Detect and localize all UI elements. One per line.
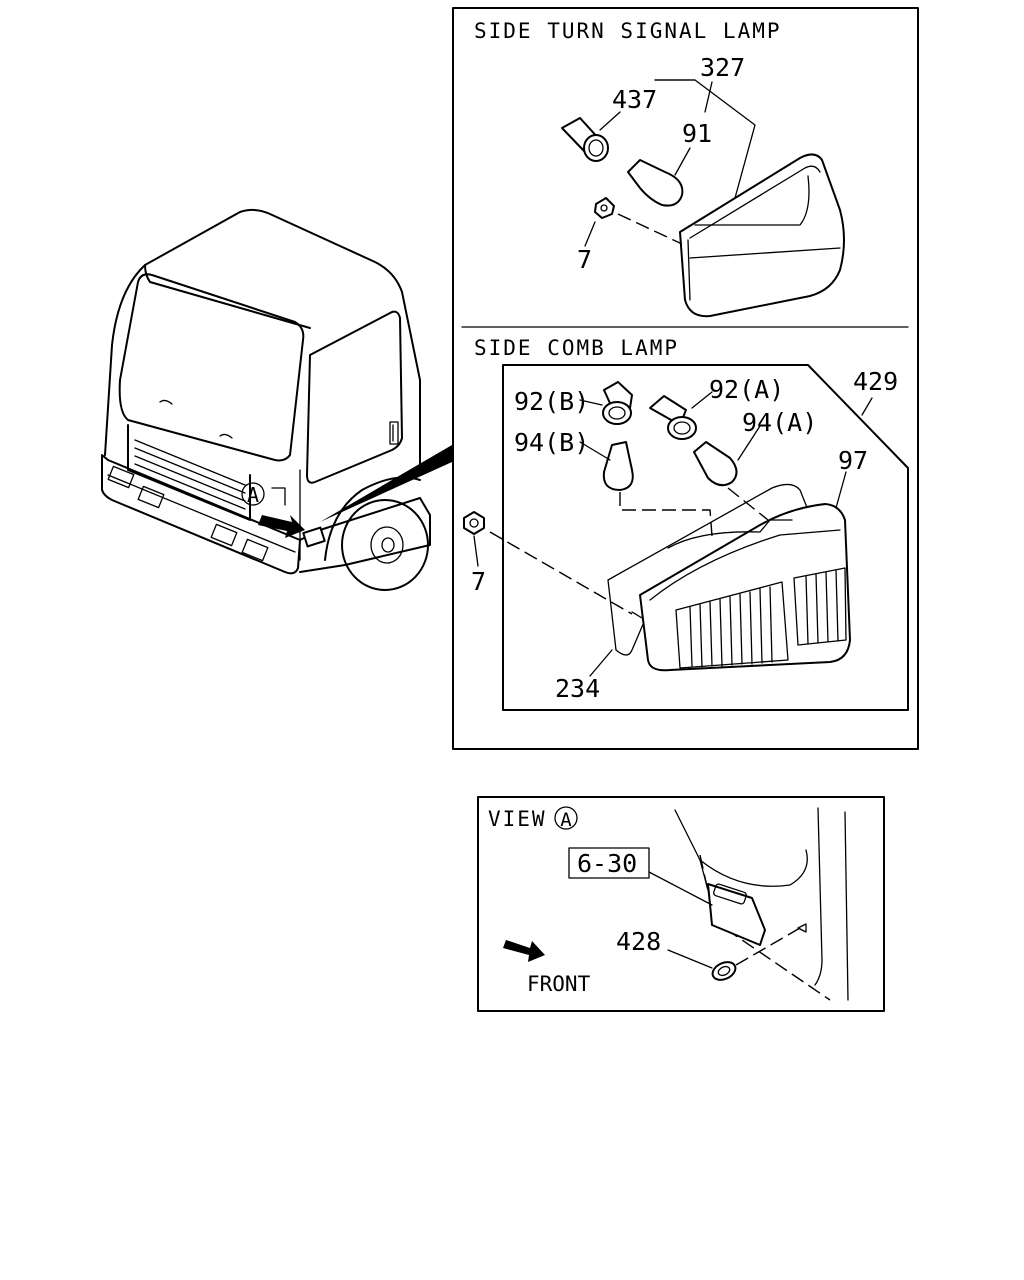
ref-box bbox=[568, 847, 650, 879]
front-arrow-icon bbox=[503, 940, 545, 962]
socket-92a-icon bbox=[649, 395, 697, 440]
bulb-socket-icon bbox=[561, 117, 609, 162]
truck-cab-illustration: A bbox=[101, 208, 452, 591]
socket-92b-icon bbox=[602, 381, 633, 425]
callout-437: 437 bbox=[612, 85, 657, 114]
bulb-94b-icon bbox=[602, 441, 634, 491]
callout-97: 97 bbox=[838, 446, 868, 475]
lamp-detail-frame bbox=[452, 7, 919, 750]
comb-lamp-title: SIDE COMB LAMP bbox=[474, 336, 679, 360]
comb-lamp-assembly-frame bbox=[502, 364, 909, 711]
callout-428: 428 bbox=[616, 927, 661, 956]
truck-view-marker: A bbox=[247, 483, 259, 507]
callout-94b: 94(B) bbox=[514, 428, 589, 457]
callout-92a: 92(A) bbox=[709, 375, 784, 404]
view-a-section: VIEW A 6-30 428 FRONT bbox=[477, 796, 885, 1012]
callout-327: 327 bbox=[700, 53, 745, 82]
turn-signal-lamp bbox=[679, 153, 845, 318]
turn-signal-title: SIDE TURN SIGNAL LAMP bbox=[474, 19, 782, 43]
callout-94a: 94(A) bbox=[742, 408, 817, 437]
comb-lamp-housing bbox=[631, 503, 851, 672]
comb-lamp-section: SIDE COMB LAMP bbox=[463, 336, 909, 711]
ref-6-30: 6-30 bbox=[577, 849, 637, 878]
turn-signal-section: SIDE TURN SIGNAL LAMP 327 bbox=[474, 19, 845, 318]
nut-comb-icon bbox=[463, 511, 485, 535]
callout-429: 429 bbox=[853, 367, 898, 396]
view-marker: A bbox=[560, 809, 572, 831]
callout-91: 91 bbox=[682, 119, 712, 148]
bulb-94a-icon bbox=[693, 441, 738, 487]
front-label: FRONT bbox=[527, 972, 591, 996]
grommet-icon bbox=[711, 961, 737, 981]
lamp-mount-plate bbox=[707, 883, 766, 946]
view-title: VIEW bbox=[488, 807, 547, 831]
view-a-frame bbox=[477, 796, 885, 1012]
callout-234: 234 bbox=[555, 674, 600, 703]
callout-7-turn: 7 bbox=[577, 245, 592, 274]
callout-7-comb: 7 bbox=[471, 567, 486, 596]
nut-icon bbox=[594, 197, 615, 219]
callout-92b: 92(B) bbox=[514, 387, 589, 416]
bulb-icon bbox=[627, 159, 684, 207]
